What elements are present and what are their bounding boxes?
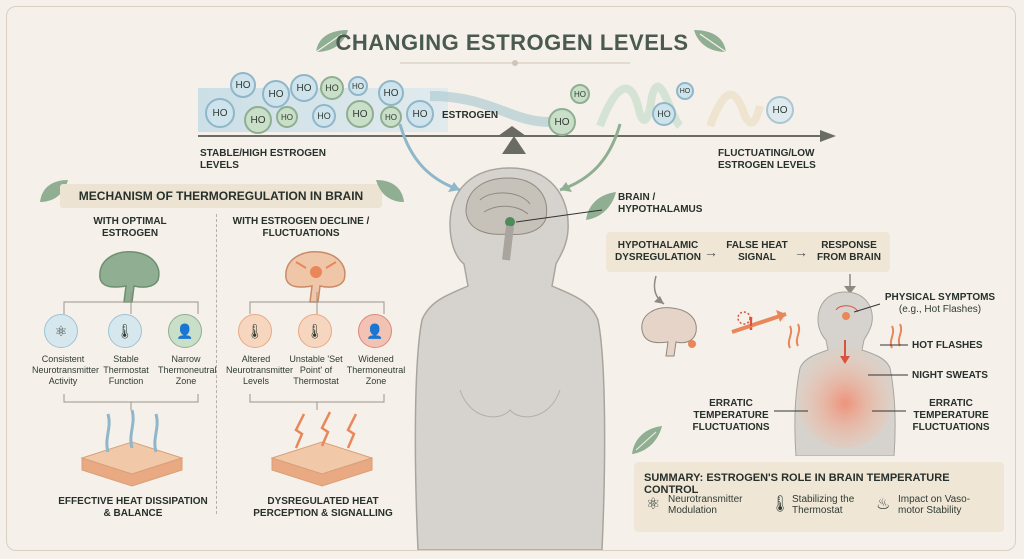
decline-item-3: Widened Thermoneutral Zone — [346, 354, 406, 386]
connector-lines — [63, 292, 199, 314]
bracket — [63, 394, 199, 410]
response-diagram: ! — [641, 274, 856, 357]
thermometer-altered-icon: 🌡 — [238, 314, 272, 348]
molecule-icon: HO — [290, 74, 318, 102]
molecule-icon: HO — [312, 104, 336, 128]
svg-text:!: ! — [748, 314, 754, 334]
title-divider — [400, 60, 630, 66]
flow-step-1: HYPOTHALAMIC DYSREGULATION — [615, 240, 701, 263]
optimal-result: EFFECTIVE HEAT DISSIPATION & BALANCE — [58, 496, 208, 519]
leaf-icon — [694, 30, 727, 53]
thermometer-unstable-icon: 🌡 — [298, 314, 332, 348]
estrogen-label: ESTROGEN — [442, 110, 499, 121]
molecule-icon: HO — [652, 102, 676, 126]
leaf-icon — [315, 30, 348, 53]
pointer-line — [774, 410, 808, 412]
mechanism-title: MECHANISM OF THERMOREGULATION IN BRAIN — [60, 184, 382, 208]
body-heat-figure — [787, 291, 903, 456]
leaf-icon — [586, 192, 616, 220]
summary-item-2: Stabilizing the Thermostat — [792, 494, 855, 516]
person-icon: 👤 — [168, 314, 202, 348]
page-title: CHANGING ESTROGEN LEVELS — [335, 30, 689, 55]
summary-item-3: Impact on Vaso-motor Stability — [898, 494, 971, 516]
outer-frame — [6, 6, 1016, 551]
summary-box — [634, 462, 1004, 532]
optimal-item-2: Stable Thermostat Function — [103, 354, 149, 386]
molecule-icon: HO — [676, 82, 694, 100]
neurotransmitter-icon: ⚛ — [646, 496, 661, 513]
erratic-right-label: ERRATIC TEMPERATURE FLUCTUATIONS — [912, 398, 990, 433]
flow-step-2: FALSE HEAT SIGNAL — [726, 240, 788, 263]
pointer-line — [854, 303, 881, 313]
decline-item-2: Unstable 'Set Point' of Thermostat — [289, 354, 343, 386]
molecule-icon: HO — [406, 100, 434, 128]
flow-step-3: RESPONSE FROM BRAIN — [817, 240, 881, 263]
molecule-icon: HO — [380, 106, 402, 128]
stable-high-label: STABLE/HIGH ESTROGEN LEVELS — [200, 148, 326, 171]
optimal-heading: WITH OPTIMAL ESTROGEN — [93, 216, 167, 239]
decline-result: DYSREGULATED HEAT PERCEPTION & SIGNALLIN… — [253, 496, 393, 519]
thermometer-icon: 🌡 — [770, 496, 791, 513]
molecule-icon: HO — [766, 96, 794, 124]
erratic-left-label: ERRATIC TEMPERATURE FLUCTUATIONS — [692, 398, 770, 433]
night-sweats-label: NIGHT SWEATS — [912, 370, 988, 381]
optimal-item-1: Consistent Neurotransmitter Activity — [32, 354, 100, 386]
optimal-item-3: Narrow Thermoneutral Zone — [158, 354, 217, 386]
molecule-icon: HO — [570, 84, 590, 104]
hot-flashes-label: HOT FLASHES — [912, 340, 983, 351]
physical-symptoms-example: (e.g., Hot Flashes) — [898, 304, 982, 315]
leaf-icon — [632, 426, 662, 454]
flow-box — [606, 232, 890, 272]
molecule-icon: HO — [244, 106, 272, 134]
molecule-icon: HO — [276, 106, 298, 128]
molecule-icon: HO — [320, 76, 344, 100]
molecule-icon: HO — [348, 76, 368, 96]
molecule-icon: HO — [262, 80, 290, 108]
arrows-to-brain — [398, 123, 622, 192]
thermometer-icon: 🌡 — [108, 314, 142, 348]
molecule-icon: HO — [205, 98, 235, 128]
summary-title: SUMMARY: ESTROGEN'S ROLE IN BRAIN TEMPER… — [644, 472, 950, 496]
skin-heat-dissipation-icon — [80, 409, 184, 487]
arrow-right-icon: → — [704, 244, 718, 260]
pointer-line — [872, 410, 906, 412]
molecule-icon: HO — [548, 108, 576, 136]
bracket — [249, 394, 385, 410]
summary-item-1: Neurotransmitter Modulation — [668, 494, 743, 516]
brain-hypothalamus-label: BRAIN / HYPOTHALAMUS — [618, 192, 703, 215]
decline-item-1: Altered Neurotransmitter Levels — [226, 354, 294, 386]
pointer-line — [880, 344, 908, 346]
connector-lines — [249, 292, 385, 314]
brain-decline-icon — [285, 250, 346, 303]
leaf-icon — [376, 180, 404, 202]
pointer-line — [868, 374, 908, 376]
molecule-icon: HO — [378, 80, 404, 106]
brain-pointer-line — [515, 209, 603, 223]
physical-symptoms-label: PHYSICAL SYMPTOMS — [884, 292, 996, 303]
molecule-icon: HO — [346, 100, 374, 128]
panel-divider — [216, 214, 218, 514]
molecule-icon: HO — [230, 72, 256, 98]
vasomotor-icon: ♨ — [876, 496, 891, 513]
neurotransmitter-icon: ⚛ — [44, 314, 78, 348]
fluctuating-low-label: FLUCTUATING/LOW ESTROGEN LEVELS — [718, 148, 816, 171]
decline-heading: WITH ESTROGEN DECLINE / FLUCTUATIONS — [232, 216, 370, 239]
arrow-right-icon: → — [794, 244, 808, 260]
skin-heat-perception-icon — [270, 411, 374, 487]
brain-optimal-icon — [99, 250, 160, 303]
person-widened-icon: 👤 — [358, 314, 392, 348]
